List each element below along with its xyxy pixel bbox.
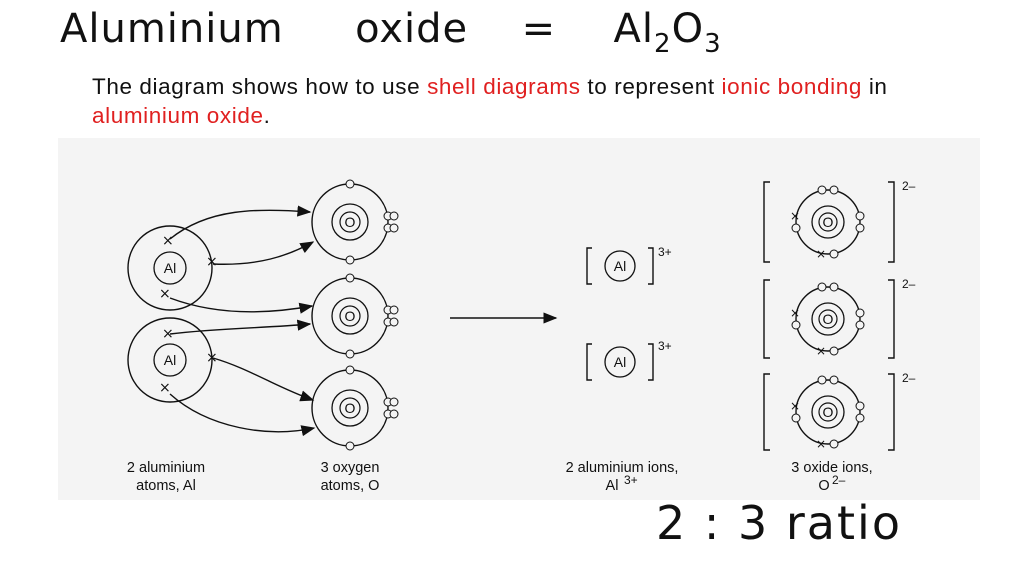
charge-label: 2– <box>902 179 916 193</box>
title-oxide: oxide <box>355 6 469 52</box>
al-symbol: Al <box>164 352 176 368</box>
o-symbol: O <box>345 400 356 416</box>
electron-cross: × <box>162 326 174 342</box>
diagram-panel: Al × × × Al × × × O O O <box>58 138 980 500</box>
caption-oxide-ions-line2: O <box>818 478 829 494</box>
al-ion-2: Al 3+ <box>586 339 672 381</box>
al-symbol: Al <box>614 258 626 274</box>
intro-highlight-ionic-bonding: ionic bonding <box>721 74 862 99</box>
caption-al-ions-line1: 2 aluminium ions, <box>566 460 679 476</box>
caption-oxide-ions-line1: 3 oxide ions, <box>791 460 872 476</box>
transfer-arrow <box>169 205 312 240</box>
intro-highlight-aluminium-oxide: aluminium oxide <box>92 103 264 128</box>
al-ion-1: Al 3+ <box>586 245 672 285</box>
intro-text: The diagram shows how to use shell diagr… <box>92 72 932 130</box>
electron-cross: × <box>206 254 218 270</box>
caption-al-atoms-line1: 2 aluminium <box>127 460 205 476</box>
caption-al-ions-sup: 3+ <box>624 473 638 487</box>
al-atom-1: Al × × × <box>127 225 218 311</box>
formula-al: Al <box>613 6 655 52</box>
title-equals: = <box>521 6 557 52</box>
shell-diagram: Al × × × Al × × × O O O <box>127 179 916 494</box>
handwritten-title: Aluminium oxide = Al2O3 <box>60 6 722 59</box>
transfer-arrow <box>169 393 316 437</box>
o-symbol: O <box>345 308 356 324</box>
o-atom-3: O <box>311 365 399 451</box>
handwritten-ratio: 2 : 3 ratio <box>656 496 902 550</box>
electron-cross: × <box>816 247 826 261</box>
o-atom-1: O <box>311 179 399 265</box>
o-symbol: O <box>823 311 834 327</box>
charge-label: 2– <box>902 277 916 291</box>
intro-part-1: The diagram shows how to use <box>92 74 421 99</box>
formula-al-sub: 2 <box>654 29 672 59</box>
electron-cross: × <box>206 350 218 366</box>
o-symbol: O <box>345 214 356 230</box>
electron-cross: × <box>159 286 171 302</box>
caption-al-atoms-line2: atoms, Al <box>136 478 196 494</box>
intro-period: . <box>263 103 271 128</box>
intro-part-3: in <box>868 74 888 99</box>
electron-cross: × <box>790 399 800 413</box>
formula-o-sub: 3 <box>704 29 722 59</box>
caption-al-ions-line2: Al <box>606 478 619 494</box>
transfer-arrow <box>212 357 315 402</box>
electron-cross: × <box>790 209 800 223</box>
formula-o: O <box>671 6 705 52</box>
title-word: Aluminium <box>60 6 284 52</box>
o-symbol: O <box>823 404 834 420</box>
intro-part-2: to represent <box>587 74 715 99</box>
o-atom-2: O <box>311 273 399 359</box>
electron-transfer-arrows <box>169 205 316 437</box>
electron-cross: × <box>159 380 171 396</box>
o-symbol: O <box>823 214 834 230</box>
charge-label: 3+ <box>658 245 672 259</box>
al-symbol: Al <box>614 354 626 370</box>
oxide-ion-3: O × × 2– <box>763 371 916 451</box>
transfer-arrow <box>169 297 314 314</box>
charge-label: 2– <box>902 371 916 385</box>
al-atom-2: Al × × × <box>127 317 218 403</box>
oxide-ion-1: O × × 2– <box>763 179 916 263</box>
electron-cross: × <box>162 233 174 249</box>
caption-o-atoms-line1: 3 oxygen <box>321 460 380 476</box>
caption-oxide-ions-sup: 2– <box>832 473 846 487</box>
transfer-arrow <box>212 241 315 265</box>
transfer-arrow <box>169 319 312 335</box>
electron-cross: × <box>816 437 826 451</box>
intro-highlight-shell-diagrams: shell diagrams <box>427 74 581 99</box>
electron-cross: × <box>816 344 826 358</box>
al-symbol: Al <box>164 260 176 276</box>
charge-label: 3+ <box>658 339 672 353</box>
electron-cross: × <box>790 306 800 320</box>
caption-o-atoms-line2: atoms, O <box>321 478 380 494</box>
oxide-ion-2: O × × 2– <box>763 277 916 359</box>
